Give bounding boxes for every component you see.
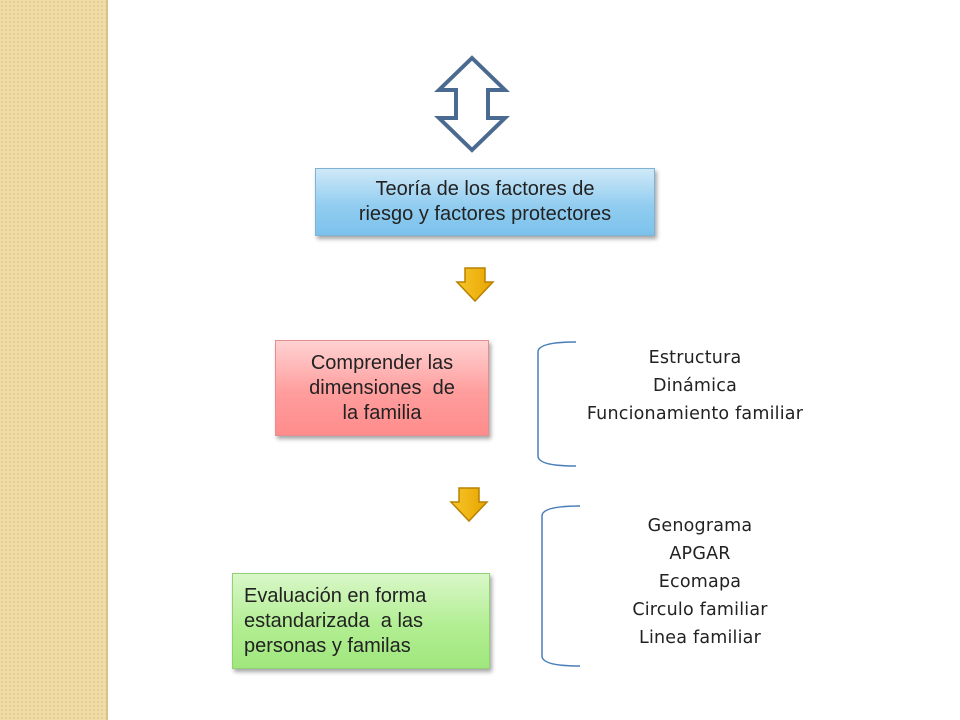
theory-box: Teoría de los factores de riesgo y facto… bbox=[315, 168, 655, 236]
theory-box-text: Teoría de los factores de riesgo y facto… bbox=[359, 177, 611, 227]
dimensions-list: Estructura Dinámica Funcionamiento famil… bbox=[565, 344, 825, 428]
evaluation-box: Evaluación en forma estandarizada a las … bbox=[232, 573, 490, 669]
instrument-item: APGAR bbox=[669, 544, 731, 564]
dimensions-line-3: la familia bbox=[342, 401, 422, 424]
evaluation-line-3: personas y familas bbox=[244, 634, 411, 657]
dimension-item: Dinámica bbox=[652, 376, 737, 396]
down-arrow-icon bbox=[449, 487, 489, 523]
theory-line-1: Teoría de los factores de bbox=[375, 178, 595, 200]
dimension-item: Funcionamiento familiar bbox=[586, 404, 804, 424]
side-strip-edge bbox=[106, 0, 108, 720]
instrument-item: Genograma bbox=[647, 516, 753, 536]
evaluation-line-1: Evaluación en forma bbox=[244, 584, 427, 607]
down-arrow-icon bbox=[455, 267, 495, 303]
dimensions-box: Comprender las dimensiones de la familia bbox=[275, 340, 489, 436]
evaluation-box-text: Evaluación en forma estandarizada a las … bbox=[244, 584, 426, 659]
dimensions-line-1: Comprender las bbox=[310, 351, 454, 374]
dimensions-line-2: dimensiones de bbox=[309, 376, 455, 399]
instruments-list: Genograma APGAR Ecomapa Circulo familiar… bbox=[570, 512, 830, 652]
left-bracket-icon bbox=[541, 505, 581, 667]
instrument-item: Ecomapa bbox=[658, 572, 742, 592]
instrument-item: Circulo familiar bbox=[632, 600, 768, 620]
dimensions-box-text: Comprender las dimensiones de la familia bbox=[309, 351, 455, 426]
theory-line-2: riesgo y factores protectores bbox=[358, 203, 612, 225]
dimension-item: Estructura bbox=[648, 348, 742, 368]
evaluation-line-2: estandarizada a las bbox=[244, 609, 424, 632]
decorative-side-strip bbox=[0, 0, 106, 720]
instrument-item: Linea familiar bbox=[639, 628, 761, 648]
left-bracket-icon bbox=[537, 341, 577, 467]
double-vertical-arrow-icon bbox=[434, 55, 510, 153]
